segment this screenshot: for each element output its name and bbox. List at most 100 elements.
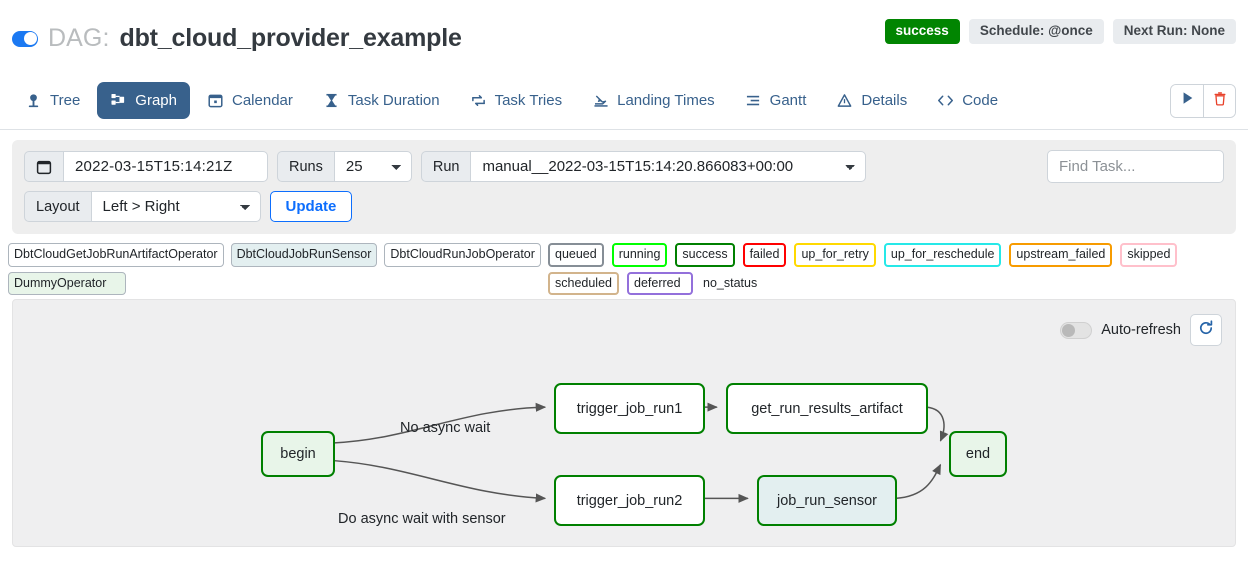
tab-code[interactable]: Code: [924, 82, 1011, 119]
tab-label: Task Tries: [494, 92, 563, 109]
code-brackets-icon: [937, 92, 954, 109]
refresh-button[interactable]: [1190, 314, 1222, 346]
schedule-badge[interactable]: Schedule: @once: [968, 19, 1104, 44]
edge-begin-to-trigger1: [334, 402, 547, 444]
node-label: trigger_job_run1: [576, 400, 683, 417]
page-title: dbt_cloud_provider_example: [119, 24, 462, 52]
trigger-dag-button[interactable]: [1171, 84, 1203, 117]
edge-begin-to-trigger2: [334, 459, 547, 503]
tab-landing-times[interactable]: Landing Times: [579, 82, 728, 119]
tab-label: Gantt: [769, 92, 807, 109]
warning-triangle-icon: [836, 92, 853, 109]
filter-row-bottom: Layout Left > Right Update: [24, 191, 1224, 222]
layout-select[interactable]: Left > Right: [90, 191, 261, 222]
tab-calendar[interactable]: Calendar: [194, 82, 306, 119]
legend-state-scheduled: scheduled: [548, 271, 619, 295]
edge-label-do-async-wait: Do async wait with sensor: [338, 511, 506, 527]
tab-label: Task Duration: [347, 92, 440, 109]
tree-icon: [25, 92, 42, 109]
legend-operator-chip: DbtCloudRunJobOperator: [384, 243, 541, 267]
calendar-icon: [207, 92, 224, 109]
calendar-icon[interactable]: [24, 151, 63, 182]
tab-task-tries[interactable]: Task Tries: [457, 82, 576, 119]
legend-operators: DbtCloudGetJobRunArtifactOperator DbtClo…: [8, 243, 548, 295]
status-badge: success: [884, 19, 960, 44]
node-label: trigger_job_run2: [576, 492, 683, 509]
dag-pause-toggle-icon[interactable]: [12, 30, 38, 47]
legend-state-no-status: no_status: [701, 271, 760, 295]
node-label: get_run_results_artifact: [751, 400, 903, 417]
tab-details[interactable]: Details: [823, 82, 920, 119]
play-icon: [1181, 91, 1194, 110]
runs-label: Runs: [277, 151, 334, 182]
dag-header: DAG: dbt_cloud_provider_example success …: [0, 0, 1248, 72]
graph-node-trigger-job-run2[interactable]: trigger_job_run2: [554, 475, 705, 526]
filter-row-top: Runs 25 Run manual__2022-03-15T15:14:20.…: [24, 150, 1224, 183]
auto-refresh-controls: Auto-refresh: [1060, 314, 1222, 346]
tab-label: Code: [962, 92, 999, 109]
tab-label: Landing Times: [617, 92, 715, 109]
legend-operator-chip: DbtCloudJobRunSensor: [230, 243, 378, 267]
layout-group: Layout Left > Right: [24, 191, 261, 222]
next-run-badge: Next Run: None: [1112, 19, 1236, 44]
legend-operator-chip: DummyOperator: [8, 271, 126, 295]
legend-state-success: success: [675, 243, 735, 267]
graph-node-job-run-sensor[interactable]: job_run_sensor: [757, 475, 897, 526]
dag-label: DAG:: [48, 24, 110, 52]
edge-label-no-async-wait: No async wait: [400, 420, 491, 436]
run-select[interactable]: manual__2022-03-15T15:14:20.866083+00:00: [470, 151, 867, 182]
tab-graph[interactable]: Graph: [97, 82, 190, 119]
legend-state-up-for-retry: up_for_retry: [794, 243, 876, 267]
hourglass-icon: [323, 92, 340, 109]
trash-icon: [1213, 91, 1227, 111]
graph-wrap: Auto-refresh begin tr: [0, 299, 1248, 547]
node-label: job_run_sensor: [777, 492, 877, 509]
graph-node-get-run-results-artifact[interactable]: get_run_results_artifact: [726, 383, 928, 434]
refresh-icon: [1198, 319, 1214, 341]
legend-operator-chip: DbtCloudGetJobRunArtifactOperator: [8, 243, 224, 267]
layout-label: Layout: [24, 191, 91, 222]
tab-label: Graph: [135, 92, 177, 109]
edge-sensor-to-end: [895, 463, 942, 500]
node-label: begin: [280, 446, 316, 462]
graph-icon: [110, 92, 127, 109]
find-task-input[interactable]: [1047, 150, 1224, 183]
graph-node-trigger-job-run1[interactable]: trigger_job_run1: [554, 383, 705, 434]
edge-artifact-to-end: [926, 406, 949, 442]
graph-canvas[interactable]: Auto-refresh begin tr: [12, 299, 1236, 547]
tab-label: Details: [861, 92, 908, 109]
auto-refresh-label: Auto-refresh: [1101, 322, 1181, 338]
legend-state-queued: queued: [548, 243, 604, 267]
tab-label: Tree: [50, 92, 81, 109]
legend-states: queued running success failed up_for_ret…: [548, 243, 1240, 295]
tab-task-duration[interactable]: Task Duration: [310, 82, 453, 119]
header-badges: success Schedule: @once Next Run: None: [884, 19, 1236, 44]
legend-state-deferred: deferred: [627, 271, 693, 295]
dag-title-row: DAG: dbt_cloud_provider_example: [12, 24, 1236, 53]
delete-dag-button[interactable]: [1203, 84, 1235, 117]
legend: DbtCloudGetJobRunArtifactOperator DbtClo…: [0, 234, 1248, 299]
landing-times-icon: [592, 92, 609, 109]
tab-gantt[interactable]: Gantt: [732, 82, 820, 119]
run-group: Run manual__2022-03-15T15:14:20.866083+0…: [420, 151, 867, 182]
gantt-icon: [745, 92, 762, 109]
execution-date-group: [24, 151, 268, 182]
runs-select[interactable]: 25: [333, 151, 412, 182]
legend-state-running: running: [611, 243, 668, 267]
graph-node-end[interactable]: end: [949, 431, 1007, 477]
run-label: Run: [420, 151, 471, 182]
graph-edges: [334, 402, 949, 503]
filter-bar: Runs 25 Run manual__2022-03-15T15:14:20.…: [12, 140, 1236, 234]
view-tabbar: Tree Graph Calendar Task Duration Task T…: [0, 72, 1248, 130]
update-button[interactable]: Update: [269, 191, 353, 222]
retry-icon: [470, 92, 487, 109]
runs-group: Runs 25: [277, 151, 412, 182]
graph-node-begin[interactable]: begin: [261, 431, 335, 477]
tab-label: Calendar: [232, 92, 293, 109]
tab-tree[interactable]: Tree: [12, 82, 93, 119]
auto-refresh-toggle[interactable]: [1060, 321, 1093, 339]
legend-state-up-for-reschedule: up_for_reschedule: [883, 243, 1002, 267]
legend-state-skipped: skipped: [1120, 243, 1178, 267]
execution-date-input[interactable]: [63, 151, 268, 182]
dag-action-buttons: [1170, 83, 1236, 118]
